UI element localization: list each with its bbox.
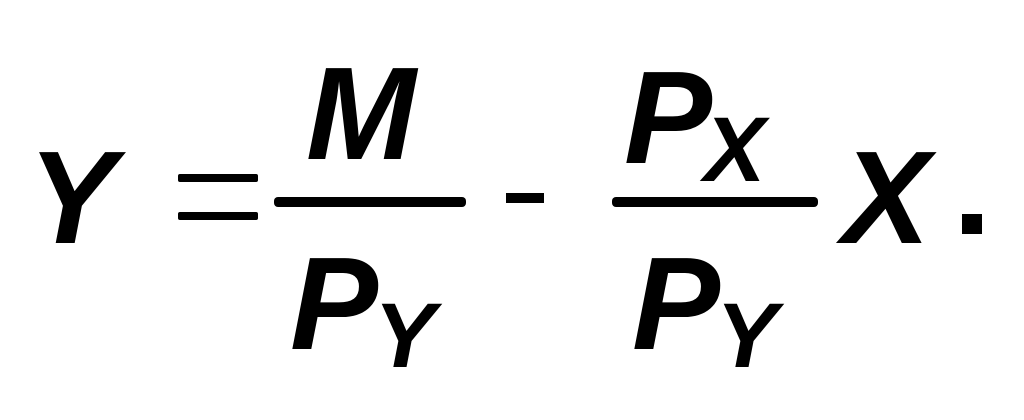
lhs-variable: Y	[28, 124, 117, 271]
equals-lower-bar	[178, 212, 258, 220]
fraction-two-numerator-base: P	[624, 44, 713, 191]
fraction-two-denominator-subscript: Y	[716, 285, 778, 387]
minus-sign: -	[506, 193, 544, 203]
fraction-two-denominator-base: P	[632, 230, 721, 377]
equals-upper-bar	[178, 174, 258, 182]
period-dot: .	[962, 214, 982, 234]
fraction-two-bar	[612, 197, 818, 207]
fraction-one-denominator-base: P	[290, 230, 379, 377]
fraction-one-bar	[274, 197, 466, 207]
fraction-two-numerator-subscript: X	[704, 99, 766, 201]
fraction-one-numerator: M	[306, 40, 416, 187]
multiplier-variable: X	[842, 124, 931, 271]
fraction-one-denominator-subscript: Y	[374, 285, 436, 387]
